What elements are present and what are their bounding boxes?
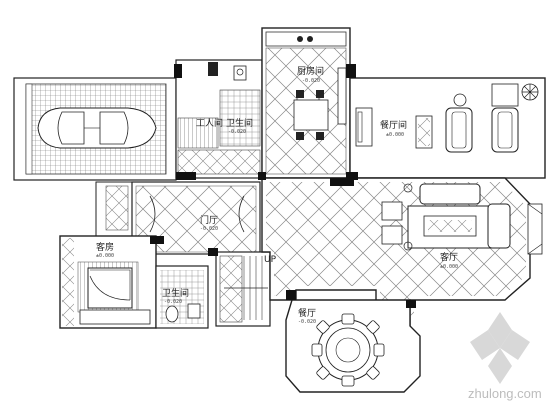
label-living-room: 客厅 bbox=[440, 251, 458, 263]
bed-icon bbox=[87, 267, 133, 309]
kitchen bbox=[261, 27, 351, 179]
elev-kitchen: -0.020 bbox=[302, 78, 320, 84]
elev-foyer: -0.020 bbox=[200, 226, 218, 232]
corridor bbox=[95, 181, 133, 237]
plant-icon bbox=[521, 83, 539, 101]
elev-bath-upper: -0.020 bbox=[228, 129, 246, 135]
elev-dining-bay: -0.020 bbox=[298, 319, 316, 325]
dining-bay bbox=[285, 299, 421, 393]
guest-room bbox=[59, 235, 157, 329]
service-block bbox=[175, 59, 263, 179]
label-stair-up: UP bbox=[264, 255, 277, 265]
bath-lower bbox=[155, 265, 209, 329]
label-bath-upper: 卫生间 bbox=[226, 117, 253, 129]
elev-guest-room: ±0.000 bbox=[96, 253, 114, 259]
label-foyer: 门厅 bbox=[200, 214, 218, 226]
living-room bbox=[261, 177, 543, 327]
label-dining-bay: 餐厅 bbox=[298, 307, 316, 319]
watermark-logo-icon bbox=[470, 312, 530, 384]
elev-bath-lower: -0.020 bbox=[164, 299, 182, 305]
wall-columns bbox=[150, 64, 416, 308]
garage bbox=[13, 77, 177, 181]
elev-dining-room: ±0.000 bbox=[386, 132, 404, 138]
label-kitchen: 厨房间 bbox=[297, 65, 324, 77]
room-labels: 厨房间 -0.020 餐厅间 ±0.000 工人间 卫生间 -0.020 门厅 … bbox=[96, 65, 458, 325]
dining-chairs bbox=[311, 313, 385, 387]
watermark-text: zhulong.com bbox=[468, 386, 542, 401]
label-bath-lower: 卫生间 bbox=[162, 287, 189, 299]
label-guest-room: 客房 bbox=[96, 241, 114, 253]
dining-room-upper bbox=[349, 77, 546, 179]
car-icon bbox=[37, 107, 157, 149]
label-dining-room: 餐厅间 bbox=[380, 119, 407, 131]
label-worker-room: 工人间 bbox=[196, 117, 223, 129]
watermark: zhulong.com bbox=[468, 312, 542, 401]
elev-living-room: ±0.000 bbox=[440, 264, 458, 270]
stair bbox=[215, 251, 271, 327]
